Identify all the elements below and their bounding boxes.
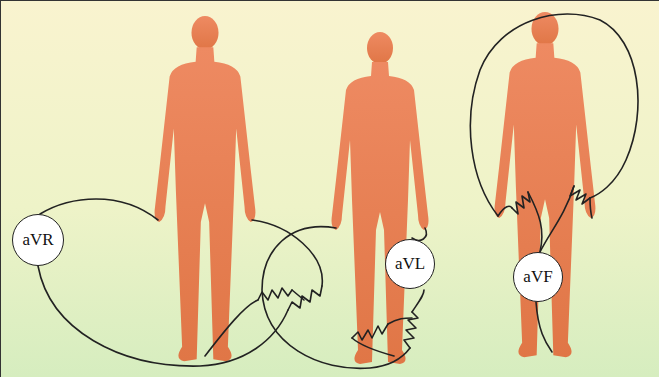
lead-wire bbox=[38, 266, 288, 366]
lead-label: aVR bbox=[22, 230, 53, 250]
lead-wire bbox=[540, 186, 574, 252]
lead-wire bbox=[388, 318, 412, 324]
lead-wire bbox=[292, 290, 304, 300]
body-figure bbox=[495, 12, 596, 357]
resistor-symbol bbox=[288, 286, 322, 310]
lead-wire bbox=[40, 199, 158, 220]
lead-circle: aVL bbox=[385, 239, 435, 289]
lead-circle: aVF bbox=[513, 252, 563, 302]
lead-wire bbox=[412, 290, 424, 312]
lead-label: aVF bbox=[523, 267, 552, 287]
lead-label: aVL bbox=[395, 254, 425, 274]
lead-wire bbox=[352, 338, 394, 356]
body-figure bbox=[155, 16, 256, 361]
lead-wire bbox=[590, 198, 592, 218]
lead-wire bbox=[470, 14, 638, 216]
lead-circle: aVR bbox=[12, 214, 64, 266]
lead-wire bbox=[205, 300, 258, 356]
resistor-symbol bbox=[352, 324, 388, 340]
lead-wire bbox=[498, 206, 512, 216]
lead-wire bbox=[528, 192, 542, 252]
resistor-symbol bbox=[512, 192, 530, 214]
lead-wire bbox=[262, 227, 410, 369]
lead-wire bbox=[536, 302, 552, 352]
body-figure bbox=[332, 32, 429, 364]
